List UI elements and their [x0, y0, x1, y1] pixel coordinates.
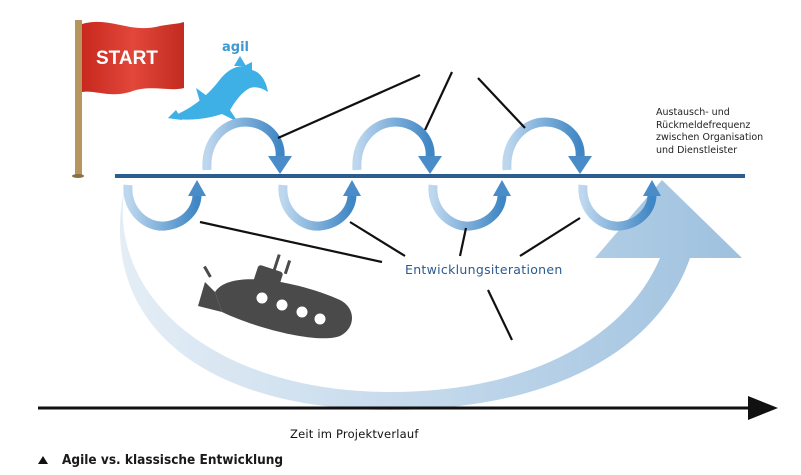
caption-text: Agile vs. klassische Entwicklung	[62, 452, 284, 468]
exchange-connectors	[277, 71, 526, 140]
exchange-line-2: Rückmeldefrequenz	[656, 119, 751, 131]
dolphin-icon	[168, 56, 268, 122]
exchange-line-1: Austausch- und	[656, 107, 730, 118]
lower-loop-3	[428, 184, 507, 231]
start-flag-icon: START	[72, 20, 184, 178]
lower-loop-2	[278, 184, 357, 231]
exchange-line-3: zwischen Organisation	[656, 132, 764, 143]
start-flag-label: START	[96, 48, 158, 69]
upper-loop-1	[202, 117, 285, 171]
iterations-label: Entwicklungsiterationen	[405, 262, 563, 277]
exchange-frequency-label: Austausch- und Rückmeldefrequenz zwische…	[656, 107, 796, 157]
upper-loop-3	[502, 117, 585, 171]
iteration-loops-lower	[123, 184, 657, 231]
iteration-arrowheads-lower	[188, 180, 661, 196]
submarine-icon	[198, 254, 352, 339]
iteration-arrowheads-upper	[268, 156, 592, 174]
time-axis-label: Zeit im Projektverlauf	[290, 427, 419, 441]
classic-process-arrow	[119, 180, 742, 410]
caption-arrow-icon	[38, 456, 48, 464]
figure-caption: Agile vs. klassische Entwicklung	[38, 452, 308, 468]
iteration-loops-upper	[202, 117, 585, 171]
upper-loop-2	[352, 117, 435, 171]
lower-loop-1	[123, 184, 202, 231]
agile-label: agil	[222, 40, 249, 55]
exchange-line-4: und Dienstleister	[656, 144, 738, 156]
lower-loop-4	[578, 184, 657, 231]
time-axis	[38, 396, 778, 420]
iteration-connectors	[199, 217, 581, 341]
